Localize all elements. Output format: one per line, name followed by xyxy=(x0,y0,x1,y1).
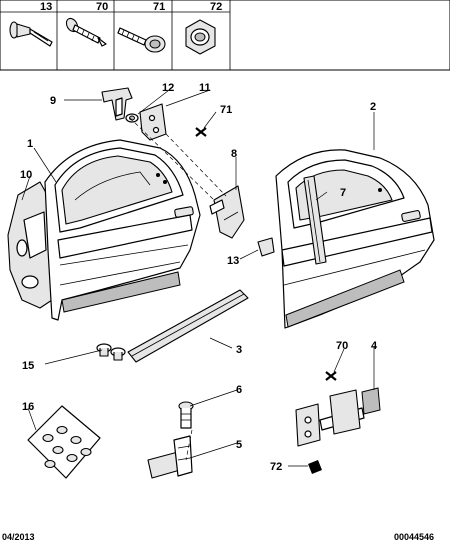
callout-72: 72 xyxy=(270,461,282,473)
leader-lines xyxy=(21,86,375,467)
callouts: 1 2 3 4 5 6 7 8 9 10 11 12 13 15 16 70 7… xyxy=(20,82,378,473)
callout-1: 1 xyxy=(27,138,33,150)
callout-9: 9 xyxy=(50,95,56,107)
callout-71: 71 xyxy=(220,104,232,116)
callout-10: 10 xyxy=(20,169,32,181)
door-1 xyxy=(44,139,201,321)
header-part-71-number: 71 xyxy=(153,1,165,13)
callout-13: 13 xyxy=(227,255,239,267)
callout-11: 11 xyxy=(199,82,211,94)
hex-nut-icon xyxy=(185,19,216,55)
clip-kit-16 xyxy=(27,405,101,479)
clips-15 xyxy=(96,343,126,361)
callout-2: 2 xyxy=(370,101,376,113)
washer-screw-icon xyxy=(117,27,166,53)
header-part-72-number: 72 xyxy=(210,1,222,13)
callout-6: 6 xyxy=(236,384,242,396)
header-part-13-number: 13 xyxy=(40,1,52,13)
callout-5: 5 xyxy=(236,439,242,451)
callout-3: 3 xyxy=(236,344,242,356)
callout-70: 70 xyxy=(336,340,348,352)
callout-15: 15 xyxy=(22,360,34,372)
callout-12: 12 xyxy=(162,82,174,94)
header-strip: 13 70 71 72 xyxy=(0,0,450,71)
callout-16: 16 xyxy=(22,401,34,413)
rivet-13 xyxy=(257,237,275,257)
footer-reference: 00044546 xyxy=(394,532,434,542)
nut-72 xyxy=(308,460,322,474)
callout-8: 8 xyxy=(231,148,237,160)
screw-12 xyxy=(125,113,139,123)
callout-4: 4 xyxy=(371,340,378,352)
callout-7: 7 xyxy=(340,187,346,199)
hinge-bracket-9 xyxy=(101,87,133,121)
cross-fastener-71 xyxy=(195,127,207,137)
screw-icon xyxy=(65,17,107,47)
window-channel-7 xyxy=(303,175,327,265)
inner-panel-10 xyxy=(7,181,53,309)
bracket-11 xyxy=(139,103,167,141)
hinge-5 xyxy=(147,435,193,479)
hinge-pin-6 xyxy=(178,401,194,429)
footer: 04/2013 00044546 xyxy=(2,532,434,542)
moulding-3 xyxy=(127,289,249,363)
cross-fastener-70 xyxy=(325,371,337,381)
door-check-4 xyxy=(295,387,381,447)
check-strap-8 xyxy=(209,185,245,239)
push-rivet-icon xyxy=(9,21,53,47)
header-part-70-number: 70 xyxy=(96,1,108,13)
door-2 xyxy=(275,149,435,329)
footer-date: 04/2013 xyxy=(2,532,35,542)
